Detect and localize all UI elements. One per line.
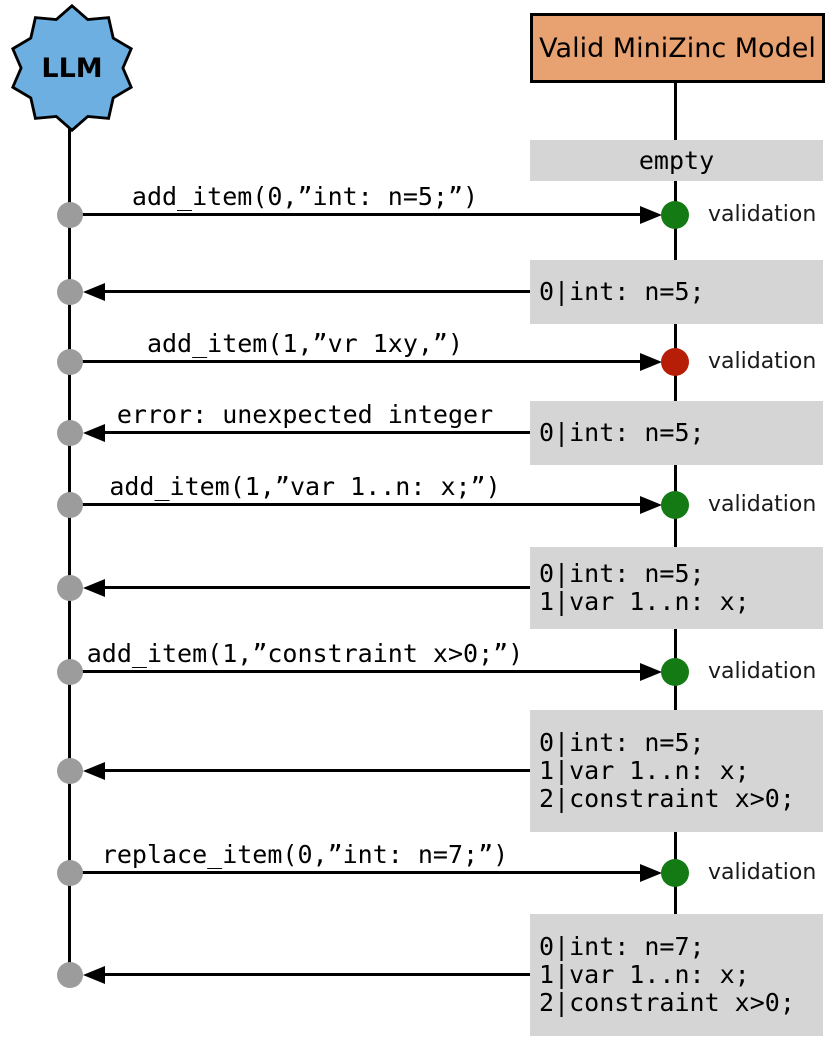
state-line: empty <box>638 145 715 175</box>
return-arrow <box>104 973 530 976</box>
receiver-event-dot <box>57 962 83 988</box>
sender-event-dot <box>57 659 83 685</box>
validation-dot-valid <box>661 658 689 686</box>
arrowhead-left-icon <box>83 966 105 984</box>
sender-event-dot <box>57 860 83 886</box>
arrowhead-right-icon <box>640 496 662 514</box>
error-message-label: error: unexpected integer <box>116 400 494 429</box>
validation-label: validation <box>708 492 817 517</box>
call-message-label: add_item(1,”var 1..n: x;”) <box>109 472 501 501</box>
arrowhead-left-icon <box>83 283 105 301</box>
model-title-box: Valid MiniZinc Model <box>530 13 825 83</box>
validation-label: validation <box>708 202 817 227</box>
llm-lifeline <box>68 128 71 975</box>
arrowhead-left-icon <box>83 424 105 442</box>
validation-label: validation <box>708 349 817 374</box>
sender-event-dot <box>57 349 83 375</box>
model-title-label: Valid MiniZinc Model <box>539 32 816 64</box>
call-message-label: replace_item(0,”int: n=7;”) <box>101 840 509 869</box>
validation-label: validation <box>708 659 817 684</box>
state-line: 0|int: n=5; <box>539 559 705 588</box>
state-line: 2|constraint x>0; <box>539 988 795 1017</box>
call-message-label: add_item(1,”vr 1xy,”) <box>146 329 464 358</box>
state-box: 0|int: n=5; <box>530 260 823 324</box>
return-arrow <box>104 290 530 293</box>
receiver-event-dot <box>57 575 83 601</box>
arrowhead-left-icon <box>83 579 105 597</box>
state-box-empty: empty <box>530 140 823 181</box>
return-arrow <box>104 431 530 434</box>
arrowhead-right-icon <box>640 206 662 224</box>
validation-dot-valid <box>661 491 689 519</box>
validation-dot-invalid <box>661 348 689 376</box>
state-line: 1|var 1..n: x; <box>539 756 750 785</box>
state-box: 0|int: n=5; 1|var 1..n: x; <box>530 547 823 629</box>
arrowhead-left-icon <box>83 762 105 780</box>
sender-event-dot <box>57 492 83 518</box>
llm-actor-icon <box>10 3 134 133</box>
validation-dot-valid <box>661 201 689 229</box>
sender-event-dot <box>57 202 83 228</box>
validation-dot-valid <box>661 859 689 887</box>
state-line: 2|constraint x>0; <box>539 784 795 813</box>
call-arrow <box>70 213 642 216</box>
return-arrow <box>104 769 530 772</box>
llm-actor-label: LLM <box>41 52 103 84</box>
receiver-event-dot <box>57 279 83 305</box>
call-message-label: add_item(0,”int: n=5;”) <box>131 182 479 211</box>
state-line: 1|var 1..n: x; <box>539 960 750 989</box>
state-line: 0|int: n=5; <box>539 277 705 306</box>
return-arrow <box>104 586 530 589</box>
state-line: 0|int: n=7; <box>539 932 705 961</box>
state-line: 0|int: n=5; <box>539 728 705 757</box>
state-box: 0|int: n=5; 1|var 1..n: x; 2|constraint … <box>530 710 823 832</box>
arrowhead-right-icon <box>640 663 662 681</box>
state-box: 0|int: n=5; <box>530 401 823 465</box>
state-line: 1|var 1..n: x; <box>539 587 750 616</box>
state-line: 0|int: n=5; <box>539 418 705 447</box>
call-arrow <box>70 670 642 673</box>
call-arrow <box>70 871 642 874</box>
receiver-event-dot <box>57 758 83 784</box>
receiver-event-dot <box>57 420 83 446</box>
call-message-label: add_item(1,”constraint x>0;”) <box>86 639 524 668</box>
state-box: 0|int: n=7; 1|var 1..n: x; 2|constraint … <box>530 914 823 1036</box>
arrowhead-right-icon <box>640 353 662 371</box>
validation-label: validation <box>708 860 817 885</box>
call-arrow <box>70 503 642 506</box>
call-arrow <box>70 360 642 363</box>
arrowhead-right-icon <box>640 864 662 882</box>
